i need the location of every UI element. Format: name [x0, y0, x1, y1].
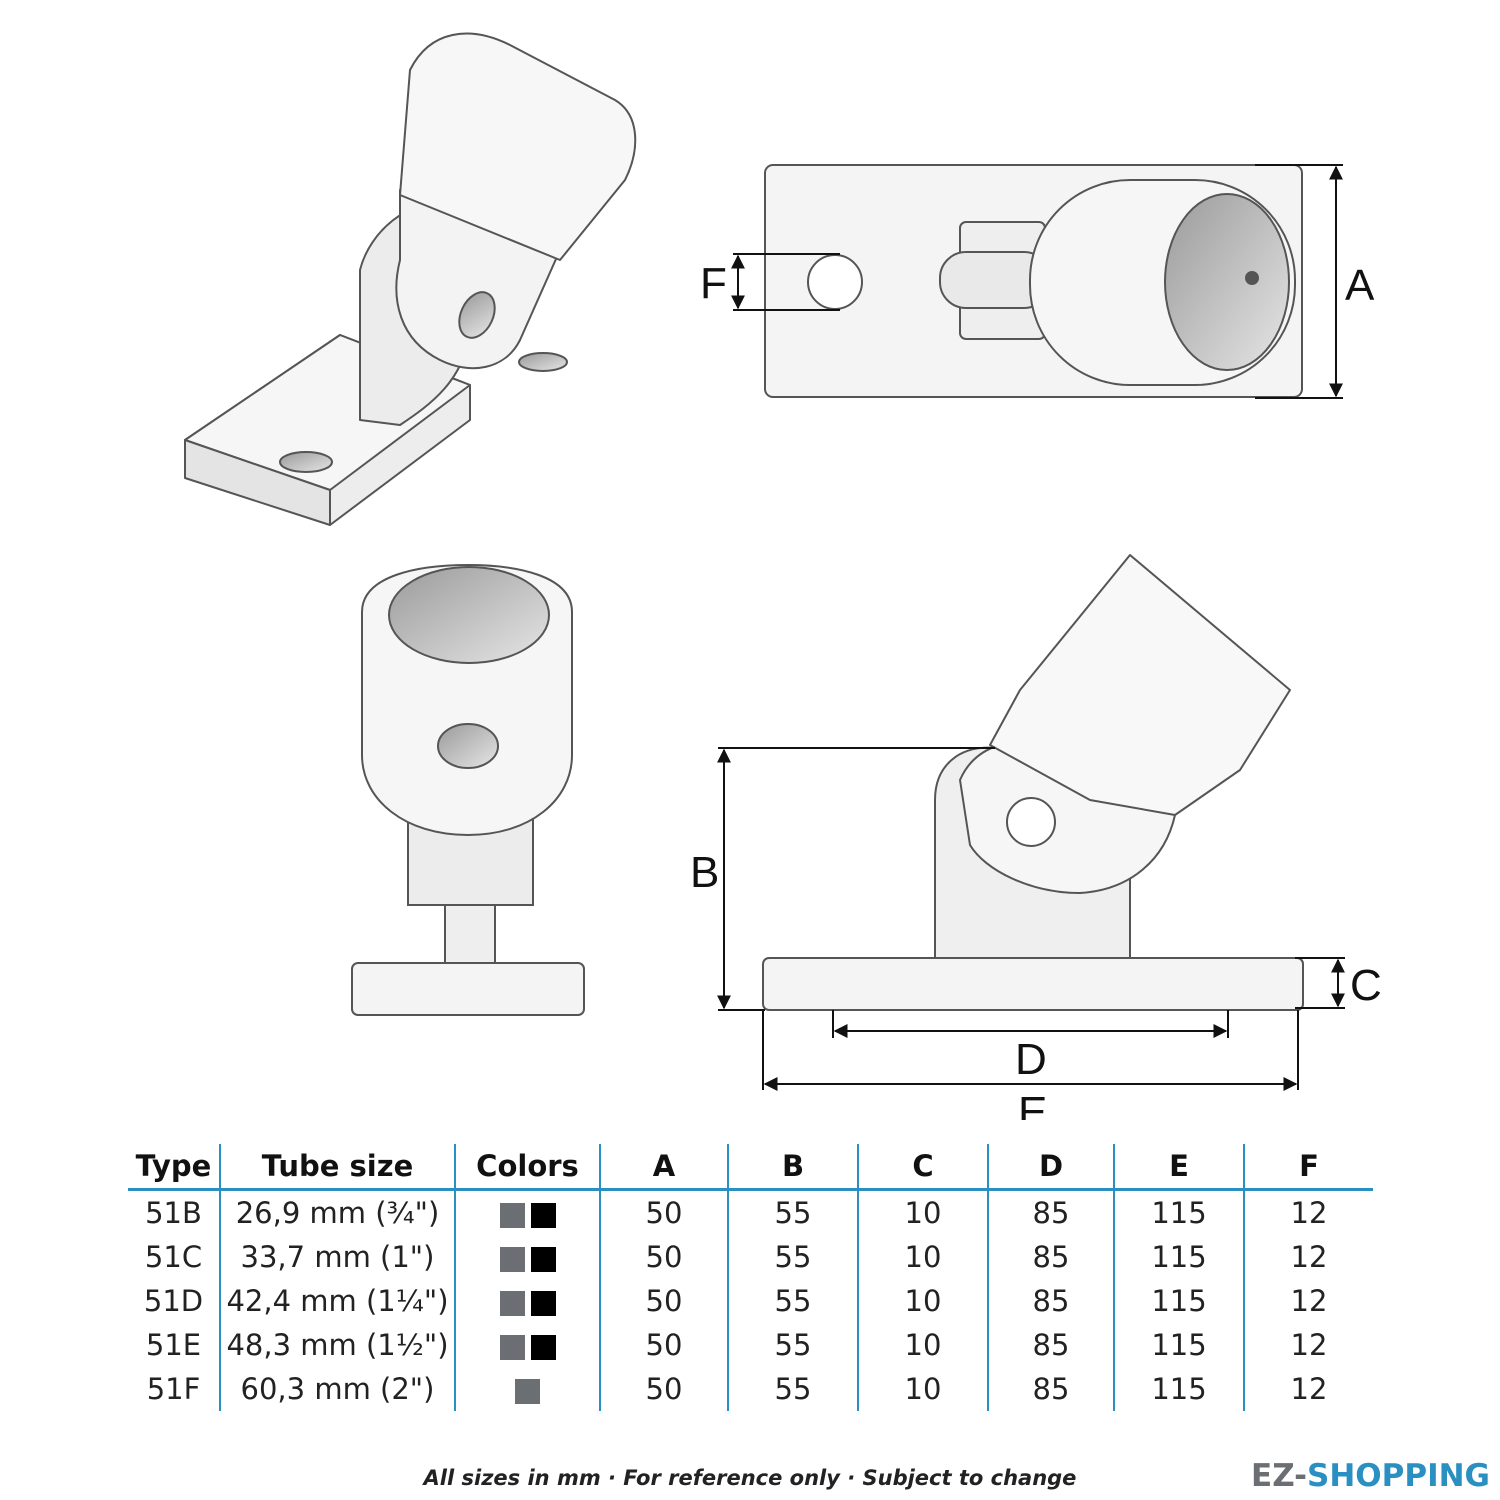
color-swatch-light-grey: [499, 1246, 525, 1272]
col-header-b: B: [727, 1144, 858, 1191]
cell-e: 115: [1113, 1367, 1244, 1411]
cell-tube-size: 42,4 mm (1¼"): [219, 1279, 455, 1323]
cell-type: 51F: [146, 1372, 201, 1406]
col-header-c: C: [857, 1144, 988, 1191]
cell-colors: [454, 1235, 600, 1279]
cell-f: 12: [1243, 1367, 1373, 1411]
cell-a: 50: [599, 1279, 728, 1323]
cell-a: 50: [599, 1235, 728, 1279]
cell-e: 115: [1113, 1323, 1244, 1367]
dimension-lines: [717, 164, 1345, 1091]
cell-tube-size: 33,7 mm (1"): [219, 1235, 455, 1279]
cell-e: 115: [1113, 1235, 1244, 1279]
cell-colors: [454, 1367, 600, 1411]
top-view: [764, 164, 1303, 398]
cell-b: 55: [727, 1189, 858, 1235]
cell-f: 12: [1243, 1189, 1373, 1235]
cell-b: 55: [727, 1367, 858, 1411]
cell-d: 85: [987, 1235, 1114, 1279]
color-swatch-light-grey: [499, 1334, 525, 1360]
spec-table: Type Tube size Colors A B C D E F 51B 26,…: [128, 1144, 1373, 1411]
color-swatch-light-grey: [499, 1202, 525, 1228]
color-swatch-black: [530, 1290, 556, 1316]
col-header-type: Type: [128, 1144, 220, 1191]
cell-type: 51B: [145, 1196, 202, 1230]
cell-b: 55: [727, 1235, 858, 1279]
cell-f: 12: [1243, 1279, 1373, 1323]
cell-colors: [454, 1279, 600, 1323]
cell-d: 85: [987, 1323, 1114, 1367]
color-swatch-black: [530, 1246, 556, 1272]
dim-label-f: F: [700, 259, 727, 308]
color-swatch-light-grey: [499, 1290, 525, 1316]
cell-a: 50: [599, 1323, 728, 1367]
dim-label-a: A: [1345, 261, 1375, 310]
color-swatch-light-grey: [515, 1378, 540, 1404]
cell-colors: [454, 1189, 600, 1235]
cell-e: 115: [1113, 1189, 1244, 1235]
cell-type: 51D: [143, 1284, 204, 1318]
dim-label-d: D: [1015, 1035, 1047, 1084]
cell-tube-size: 60,3 mm (2"): [219, 1367, 455, 1411]
table-header-row: Type Tube size Colors A B C D E F: [128, 1144, 1373, 1191]
col-header-colors: Colors: [454, 1144, 600, 1191]
cell-f: 12: [1243, 1235, 1373, 1279]
isometric-view: [184, 32, 637, 526]
cell-c: 10: [857, 1367, 988, 1411]
col-header-a: A: [599, 1144, 728, 1191]
cell-d: 85: [987, 1279, 1114, 1323]
footer-note: All sizes in mm · For reference only · S…: [423, 1466, 1077, 1490]
color-swatch-black: [530, 1334, 556, 1360]
cell-c: 10: [857, 1323, 988, 1367]
col-header-d: D: [987, 1144, 1114, 1191]
cell-type: 51C: [144, 1240, 203, 1274]
color-swatch-black: [530, 1202, 556, 1228]
cell-tube-size: 48,3 mm (1½"): [219, 1323, 455, 1367]
cell-b: 55: [727, 1323, 858, 1367]
cell-f: 12: [1243, 1323, 1373, 1367]
cell-d: 85: [987, 1189, 1114, 1235]
cell-c: 10: [857, 1235, 988, 1279]
cell-d: 85: [987, 1367, 1114, 1411]
cell-colors: [454, 1323, 600, 1367]
technical-drawing: A F B C D E: [184, 32, 1382, 1120]
cell-tube-size: 26,9 mm (¾"): [219, 1189, 455, 1235]
brand-part-1: EZ-: [1251, 1458, 1307, 1494]
dim-label-e: E: [1018, 1088, 1047, 1120]
front-view: [351, 563, 585, 1016]
side-view: [762, 554, 1304, 1011]
cell-type: 51E: [145, 1328, 202, 1362]
dim-label-b: B: [690, 848, 719, 897]
cell-b: 55: [727, 1279, 858, 1323]
brand-logo: EZ-SHOPPING: [1251, 1458, 1490, 1494]
brand-part-2: SHOPPING: [1307, 1458, 1490, 1494]
cell-c: 10: [857, 1189, 988, 1235]
col-header-tube-size: Tube size: [219, 1144, 455, 1191]
col-header-f: F: [1243, 1144, 1373, 1191]
cell-c: 10: [857, 1279, 988, 1323]
cell-a: 50: [599, 1367, 728, 1411]
cell-e: 115: [1113, 1279, 1244, 1323]
col-header-e: E: [1113, 1144, 1244, 1191]
dim-label-c: C: [1350, 961, 1382, 1010]
cell-a: 50: [599, 1189, 728, 1235]
